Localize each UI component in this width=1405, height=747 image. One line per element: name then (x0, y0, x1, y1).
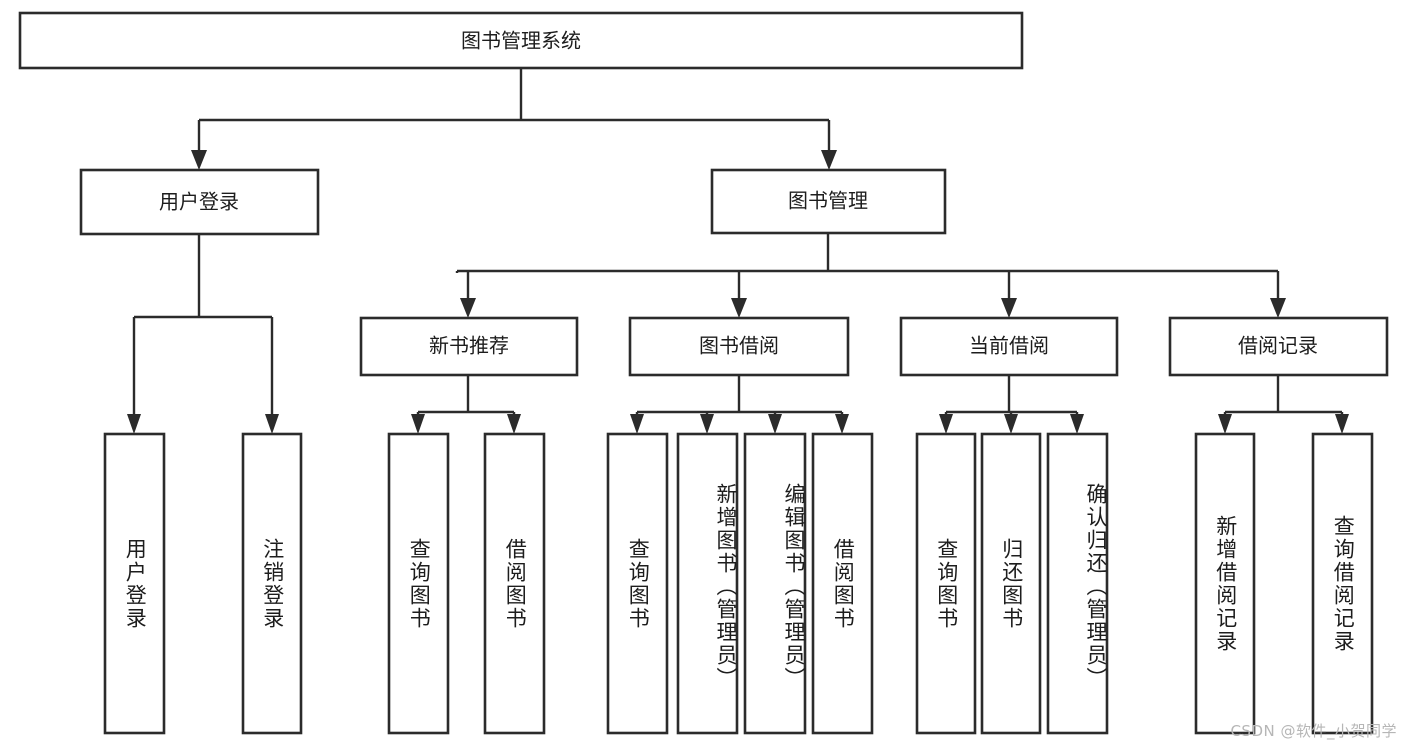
node-box (628, 316, 850, 377)
leaf-label-wrap: 确认归还（管理员） (1084, 483, 1107, 690)
node-box (79, 168, 320, 236)
leaf-query-book-cur[interactable]: 查询图书 (915, 432, 977, 735)
arrow-head-icon (1004, 414, 1018, 434)
arrow-head-icon (821, 150, 837, 170)
leaf-user-logout[interactable]: 注销登录 (241, 432, 303, 735)
arrow-head-icon (191, 150, 207, 170)
node-box (1168, 316, 1389, 377)
node-label-user-login: 用户登录 (159, 190, 239, 214)
arrow-head-icon (939, 414, 953, 434)
leaf-label-wrap: 新增图书（管理员） (714, 483, 737, 690)
node-box (743, 432, 807, 735)
node-box (241, 432, 303, 735)
leaf-label-add-record: 新增借阅记录 (1213, 514, 1238, 653)
node-root-system[interactable]: 图书管理系统 (18, 11, 1024, 70)
node-new-book-recommend[interactable]: 新书推荐 (359, 316, 579, 377)
leaf-user-login[interactable]: 用户登录 (103, 432, 166, 735)
leaf-label-borrow-book-rec: 借阅图书 (503, 537, 528, 630)
node-current-borrow[interactable]: 当前借阅 (899, 316, 1119, 377)
node-box (18, 11, 1024, 70)
arrow-head-icon (265, 414, 279, 434)
arrow-head-icon (1070, 414, 1084, 434)
csdn-watermark: CSDN @软件_小贺同学 (1230, 722, 1397, 740)
node-book-borrow[interactable]: 图书借阅 (628, 316, 850, 377)
arrow-head-icon (1335, 414, 1349, 434)
node-box (1194, 432, 1256, 735)
leaf-label-confirm-return: 确认归还（管理员） (1084, 483, 1107, 690)
leaf-label-edit-book: 编辑图书（管理员） (782, 483, 805, 690)
leaf-label-query-book-cur: 查询图书 (934, 537, 959, 630)
node-label-book-manage: 图书管理 (788, 189, 868, 213)
leaf-confirm-return[interactable]: 确认归还（管理员） (1046, 432, 1109, 735)
connector-layer (127, 68, 1349, 434)
leaf-query-book-borrow[interactable]: 查询图书 (606, 432, 669, 735)
leaf-label-wrap: 归还图书 (999, 537, 1024, 630)
node-box (980, 432, 1042, 735)
node-box (359, 316, 579, 377)
node-box (387, 432, 450, 735)
node-box (606, 432, 669, 735)
node-box (1046, 432, 1109, 735)
node-borrow-record[interactable]: 借阅记录 (1168, 316, 1389, 377)
leaf-label-add-book: 新增图书（管理员） (714, 483, 737, 690)
node-box (103, 432, 166, 735)
arrow-head-icon (1001, 298, 1017, 318)
node-box (1311, 432, 1374, 735)
arrow-head-icon (127, 414, 141, 434)
leaf-label-borrow-book: 借阅图书 (831, 537, 856, 630)
node-box (483, 432, 546, 735)
node-label-root: 图书管理系统 (461, 29, 581, 53)
node-label-current-borrow: 当前借阅 (969, 334, 1049, 358)
arrow-head-icon (768, 414, 782, 434)
node-user-login[interactable]: 用户登录 (79, 168, 320, 236)
leaf-edit-book[interactable]: 编辑图书（管理员） (743, 432, 807, 735)
node-box (811, 432, 874, 735)
leaf-label-wrap: 新增借阅记录 (1213, 514, 1238, 653)
arrow-head-icon (630, 414, 644, 434)
leaf-label-wrap: 查询图书 (407, 537, 432, 630)
node-book-manage[interactable]: 图书管理 (710, 168, 947, 235)
leaf-label-query-record: 查询借阅记录 (1331, 514, 1356, 653)
leaf-label-wrap: 查询图书 (934, 537, 959, 630)
leaf-label-query-book-borrow: 查询图书 (626, 537, 651, 630)
node-box (710, 168, 947, 235)
leaf-label-user-login: 用户登录 (123, 537, 148, 630)
leaf-borrow-book[interactable]: 借阅图书 (811, 432, 874, 735)
node-label-new-book-recommend: 新书推荐 (429, 334, 509, 358)
arrow-head-icon (460, 298, 476, 318)
leaf-label-return-book: 归还图书 (999, 537, 1024, 630)
arrow-head-icon (1218, 414, 1232, 434)
arrow-head-icon (507, 414, 521, 434)
node-box (915, 432, 977, 735)
node-box (899, 316, 1119, 377)
leaf-label-wrap: 用户登录 (123, 537, 148, 630)
arrow-head-icon (731, 298, 747, 318)
leaf-query-record[interactable]: 查询借阅记录 (1311, 432, 1374, 735)
leaf-return-book[interactable]: 归还图书 (980, 432, 1042, 735)
leaf-label-user-logout: 注销登录 (260, 537, 285, 630)
arrow-head-icon (411, 414, 425, 434)
leaf-label-wrap: 编辑图书（管理员） (782, 483, 805, 690)
leaf-add-book[interactable]: 新增图书（管理员） (676, 432, 739, 735)
leaf-add-record[interactable]: 新增借阅记录 (1194, 432, 1256, 735)
leaf-label-wrap: 借阅图书 (503, 537, 528, 630)
leaf-label-wrap: 查询借阅记录 (1331, 514, 1356, 653)
leaf-label-wrap: 查询图书 (626, 537, 651, 630)
node-label-borrow-record: 借阅记录 (1238, 334, 1318, 358)
leaf-label-wrap: 借阅图书 (831, 537, 856, 630)
leaf-borrow-book-rec[interactable]: 借阅图书 (483, 432, 546, 735)
leaf-label-wrap: 注销登录 (260, 537, 285, 630)
arrow-head-icon (835, 414, 849, 434)
arrow-head-icon (700, 414, 714, 434)
leaf-query-book-rec[interactable]: 查询图书 (387, 432, 450, 735)
node-box (676, 432, 739, 735)
leaf-label-query-book-rec: 查询图书 (407, 537, 432, 630)
node-label-book-borrow: 图书借阅 (699, 334, 779, 358)
arrow-head-icon (1270, 298, 1286, 318)
